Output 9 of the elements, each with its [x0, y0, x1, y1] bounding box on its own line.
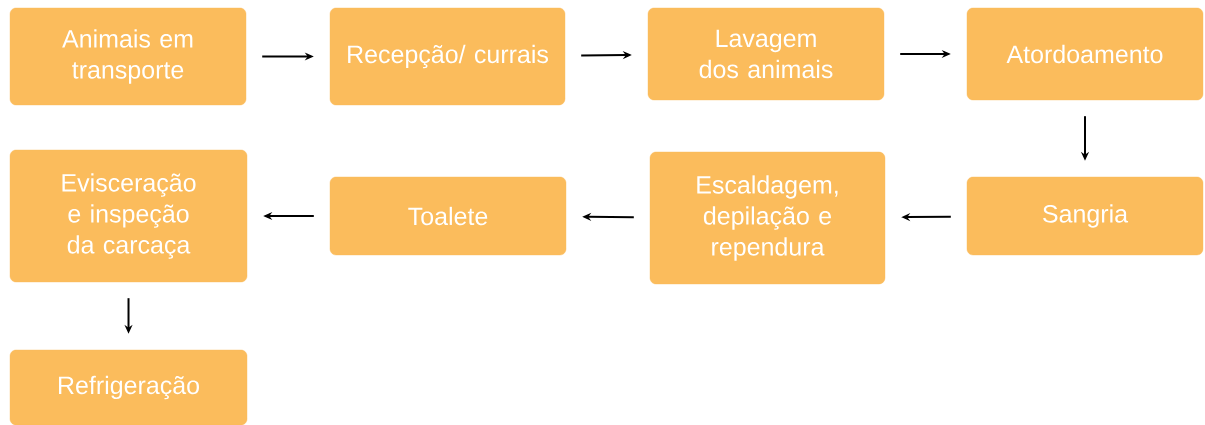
process-box: Recepção/ currais	[329, 7, 566, 106]
process-box: Atordoamento	[966, 7, 1204, 101]
process-box: Toalete	[329, 176, 567, 256]
process-box: Refrigeração	[9, 349, 248, 425]
process-box: Lavagem dos animais	[647, 7, 885, 101]
process-box: Animais em transporte	[9, 7, 247, 106]
process-box: Sangria	[966, 176, 1204, 256]
process-box: Escaldagem, depilação e rependura	[649, 151, 886, 285]
process-box: Evisceração e inspeção da carcaça	[9, 149, 248, 283]
